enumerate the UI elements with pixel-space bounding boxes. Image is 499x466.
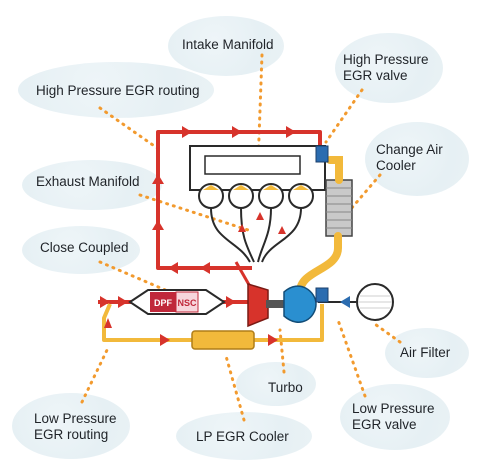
- leader-turbo: [278, 328, 286, 374]
- leader-lines: [80, 53, 402, 422]
- label-close-coupled: Close Coupled: [40, 240, 129, 255]
- compressor-blue: [283, 285, 317, 323]
- label-turbo: Turbo: [268, 380, 303, 395]
- dpf-text: DPF: [154, 298, 173, 308]
- nsc-text: NSC: [177, 298, 197, 308]
- turbine-red: [247, 282, 269, 328]
- bg-blob-air-filter: [385, 328, 469, 378]
- leader-hp-valve: [324, 88, 364, 144]
- lp-egr-loop: [102, 303, 324, 342]
- bg-blob-lp-routing: [12, 393, 130, 459]
- leader-hp-routing: [98, 106, 162, 152]
- leader-lp-cooler: [224, 354, 246, 422]
- label-hp-egr-routing: High Pressure EGR routing: [36, 83, 200, 98]
- label-lp-egr-routing: Low Pressure EGR routing: [34, 411, 117, 442]
- bg-blob-hp-egr-valve: [335, 33, 443, 103]
- label-exhaust-manifold: Exhaust Manifold: [36, 174, 140, 189]
- bg-blob-cac: [365, 122, 469, 196]
- hp-egr-valve-shape: [315, 145, 329, 163]
- exhaust-runners: [210, 207, 302, 263]
- bg-blob-lp-valve: [340, 384, 450, 450]
- dpf-block: [150, 292, 176, 312]
- leader-air-filter: [370, 320, 402, 344]
- bg-blob-close-coupled: [22, 226, 140, 274]
- engine-cylinders: [198, 183, 314, 209]
- lp-egr-cooler-shape: [191, 330, 255, 350]
- label-lp-egr-cooler: LP EGR Cooler: [196, 429, 289, 444]
- bg-blob-turbo: [236, 362, 316, 406]
- leader-close-coupled: [98, 260, 172, 294]
- label-charge-air-cooler: Change Air Cooler: [376, 142, 443, 173]
- label-intake-manifold: Intake Manifold: [182, 37, 274, 52]
- label-air-filter: Air Filter: [400, 345, 451, 360]
- flow-arrows: [100, 126, 296, 346]
- bg-blob-intake: [168, 16, 284, 76]
- nsc-block: [175, 291, 199, 313]
- lp-egr-valve-shape: [315, 287, 329, 303]
- label-lp-egr-valve: Low Pressure EGR valve: [352, 401, 435, 432]
- leader-lp-valve: [336, 318, 367, 398]
- bg-blob-exhaust: [22, 160, 162, 210]
- leader-cac: [348, 173, 382, 212]
- label-hp-egr-valve: High Pressure EGR valve: [343, 52, 429, 83]
- hp-egr-loop: [156, 130, 322, 270]
- leader-lp-routing: [80, 346, 110, 404]
- bg-blob-hp-routing: [18, 62, 214, 118]
- charge-air-cooler: [325, 179, 353, 237]
- intake-air-route: [296, 156, 343, 296]
- leader-exhaust: [138, 193, 250, 232]
